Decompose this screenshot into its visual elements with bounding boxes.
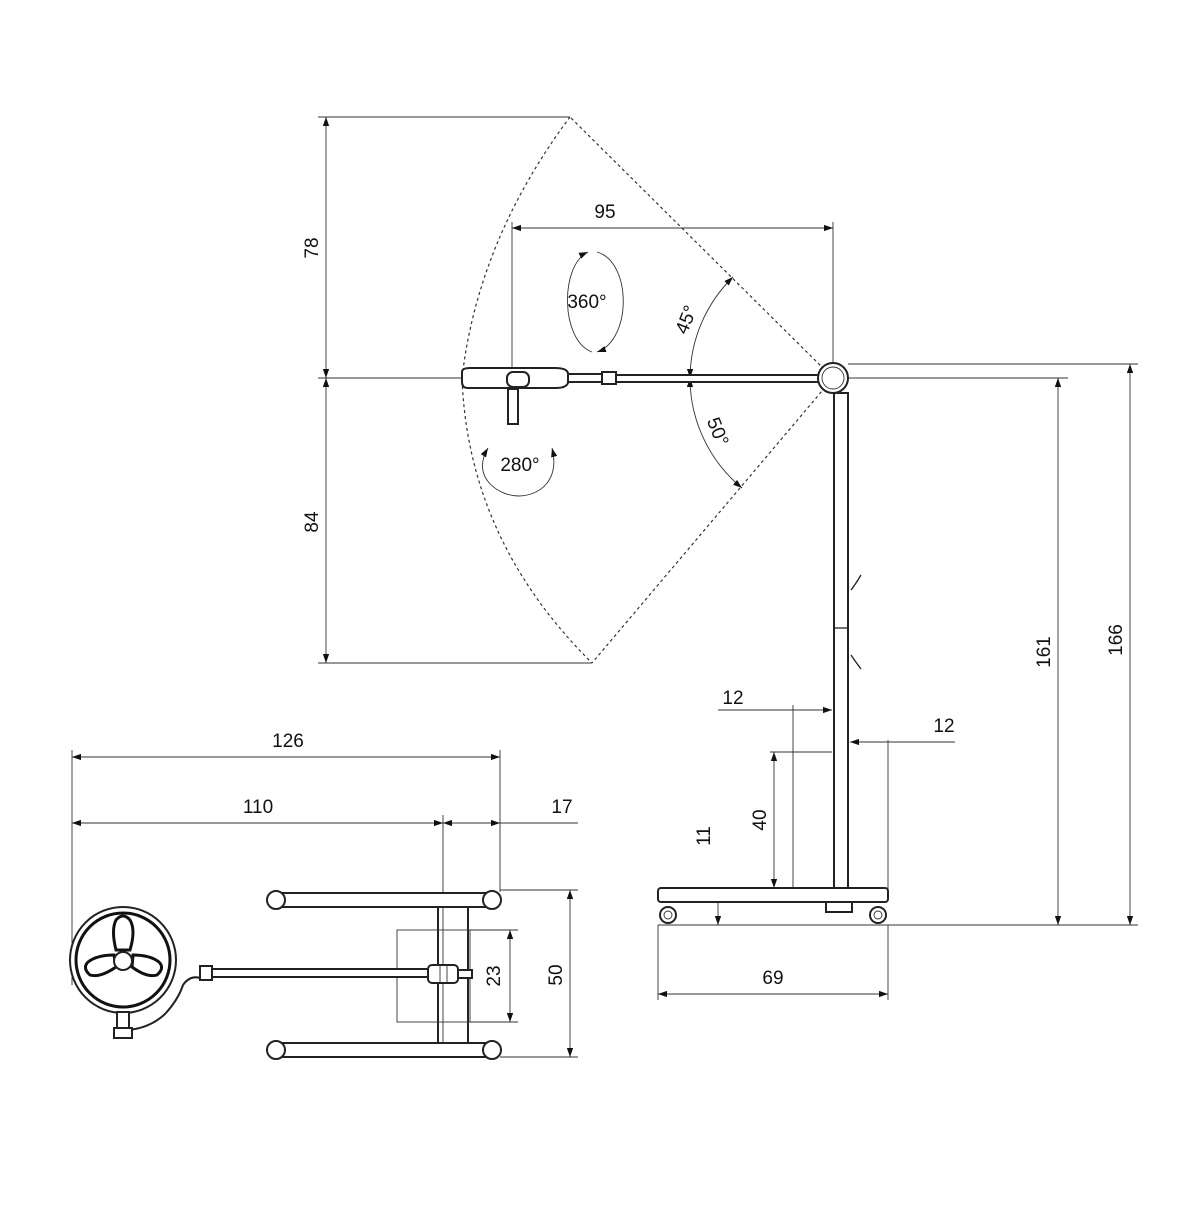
rotation-arrow-360-left [567,251,593,353]
label-84: 84 [302,511,323,533]
label-360: 360° [567,292,606,313]
angle-arc-45 [686,276,734,379]
label-166: 166 [1106,624,1127,656]
label-161: 161 [1034,636,1055,668]
arm-top [199,964,473,984]
label-17: 17 [551,797,572,818]
label-23: 23 [484,965,505,986]
lamp-head-top [69,906,201,1039]
label-110: 110 [243,797,273,818]
angle-arc-50 [686,377,743,489]
label-50-depth: 50 [546,964,567,985]
lamp-head [461,367,569,425]
label-45: 45° [672,303,702,338]
top-view [69,750,578,1060]
label-12-right: 12 [933,716,954,737]
label-280: 280° [500,455,539,476]
label-95: 95 [594,202,615,223]
label-78: 78 [302,237,323,258]
label-11: 11 [694,826,715,846]
lamp-arm [567,371,822,385]
side-view [318,116,1138,1000]
label-40: 40 [750,809,771,830]
dimension-labels: 78 84 95 45° 50° 360° 280° 12 12 40 11 1… [243,202,1127,989]
base-side [657,887,889,926]
rotation-arrow-280 [480,447,558,497]
label-69: 69 [762,968,783,989]
rotation-arrow-360-right [596,251,624,353]
label-126: 126 [272,731,304,752]
column [833,392,862,889]
label-12-left: 12 [722,688,743,709]
swing-sector [461,116,834,664]
